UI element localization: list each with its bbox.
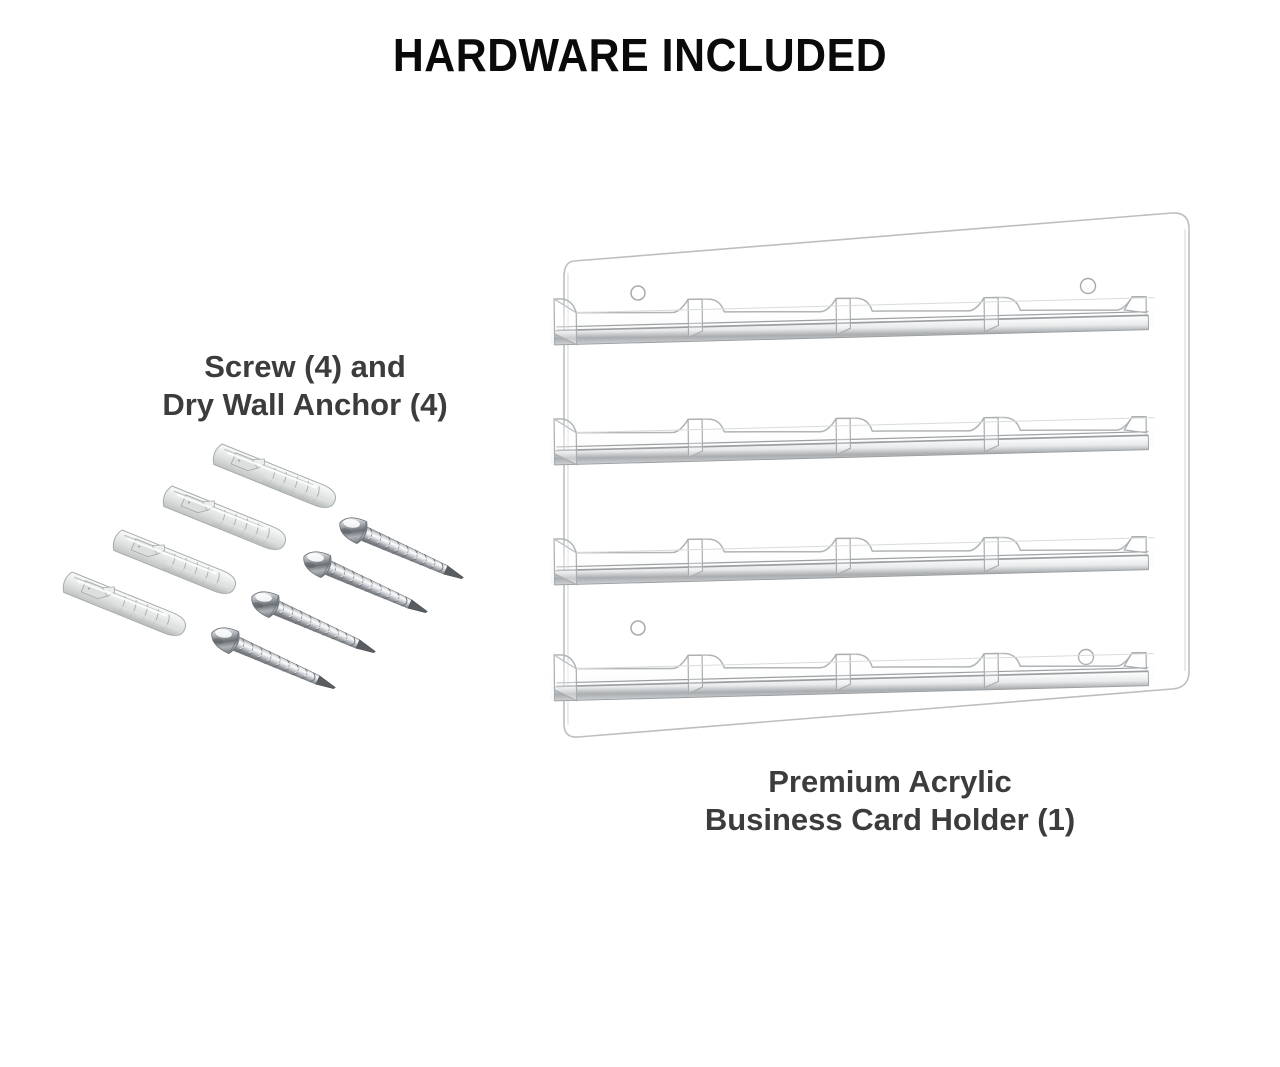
- product-caption-text: Premium Acrylic Business Card Holder (1): [704, 764, 1076, 837]
- mounting-hole: [1079, 277, 1097, 295]
- list-item: [209, 439, 341, 513]
- hardware-caption-text: Screw (4) and Dry Wall Anchor (4): [162, 349, 448, 422]
- backing-panel: [563, 212, 1190, 738]
- mounting-hole: [630, 620, 646, 636]
- list-item: [159, 481, 291, 555]
- list-item: [109, 525, 241, 599]
- hardware-caption: Screw (4) and Dry Wall Anchor (4): [70, 348, 540, 424]
- mounting-hole: [630, 285, 646, 301]
- product-caption: Premium Acrylic Business Card Holder (1): [620, 763, 1160, 839]
- list-item: [59, 567, 191, 641]
- acrylic-holder-illustration: [520, 185, 1220, 765]
- page-title: HARDWARE INCLUDED: [392, 29, 888, 81]
- hardware-illustration: [59, 430, 510, 700]
